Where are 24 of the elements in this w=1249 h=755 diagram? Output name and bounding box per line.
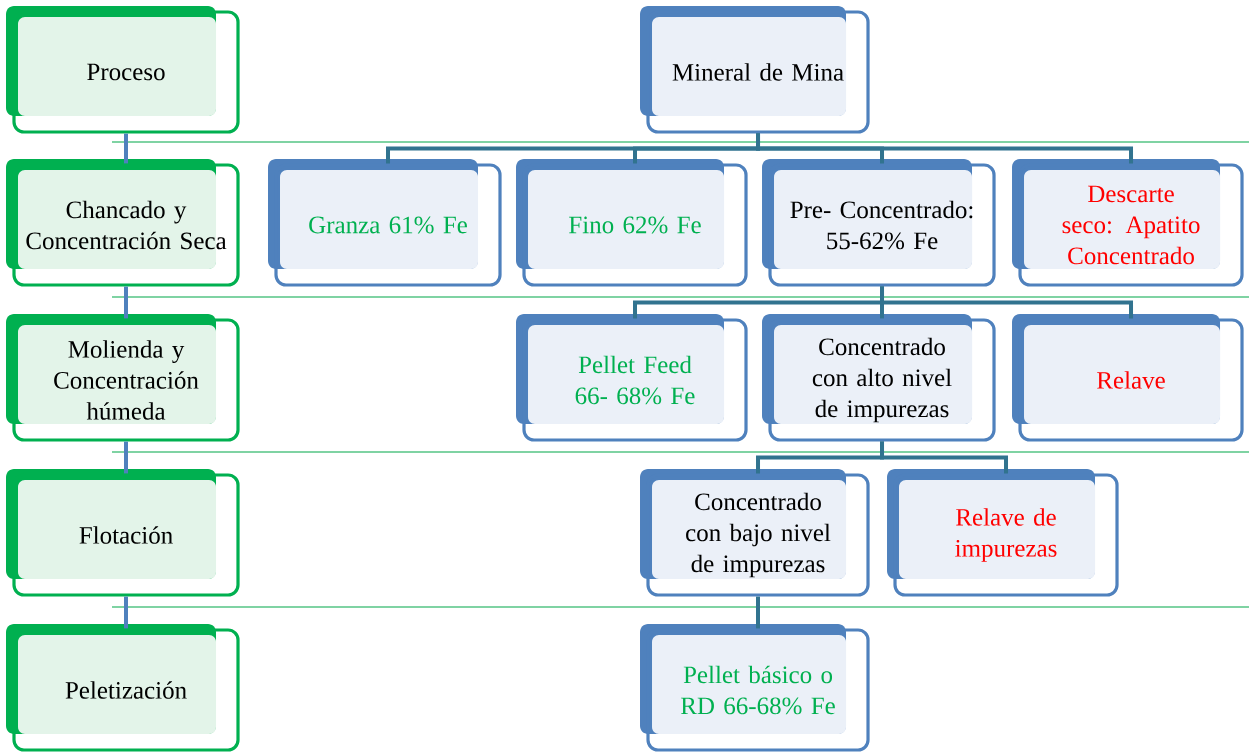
stage-box: Chancado y Concentración Seca: [6, 159, 240, 287]
connector-line: [756, 596, 760, 629]
process-box: Mineral de Mina: [640, 6, 870, 134]
stage-box: Proceso: [6, 6, 240, 134]
stage-box: Molienda y Concentración húmeda: [6, 314, 240, 442]
connector-line: [880, 441, 1008, 474]
process-box: Descarte seco: Apatito Concentrado: [1012, 159, 1244, 287]
stage-box: Peletización: [6, 624, 240, 752]
process-box: Concentrado con bajo nivel de impurezas: [640, 469, 870, 597]
process-box: Pellet Feed 66- 68% Fe: [516, 314, 748, 442]
process-box: Concentrado con alto nivel de impurezas: [762, 314, 996, 442]
connector-line: [124, 441, 128, 474]
connector-line: [880, 286, 1133, 319]
connector-line: [124, 596, 128, 629]
process-box: Fino 62% Fe: [516, 159, 748, 287]
process-box: Pellet básico o RD 66-68% Fe: [640, 624, 870, 752]
process-box: Relave: [1012, 314, 1244, 442]
connector-line: [124, 286, 128, 319]
connector-line: [756, 133, 1133, 164]
connector-line: [124, 133, 128, 164]
process-box: Granza 61% Fe: [268, 159, 502, 287]
process-box: Pre- Concentrado: 55-62% Fe: [762, 159, 996, 287]
process-box: Relave de impurezas: [887, 469, 1119, 597]
stage-box: Flotación: [6, 469, 240, 597]
